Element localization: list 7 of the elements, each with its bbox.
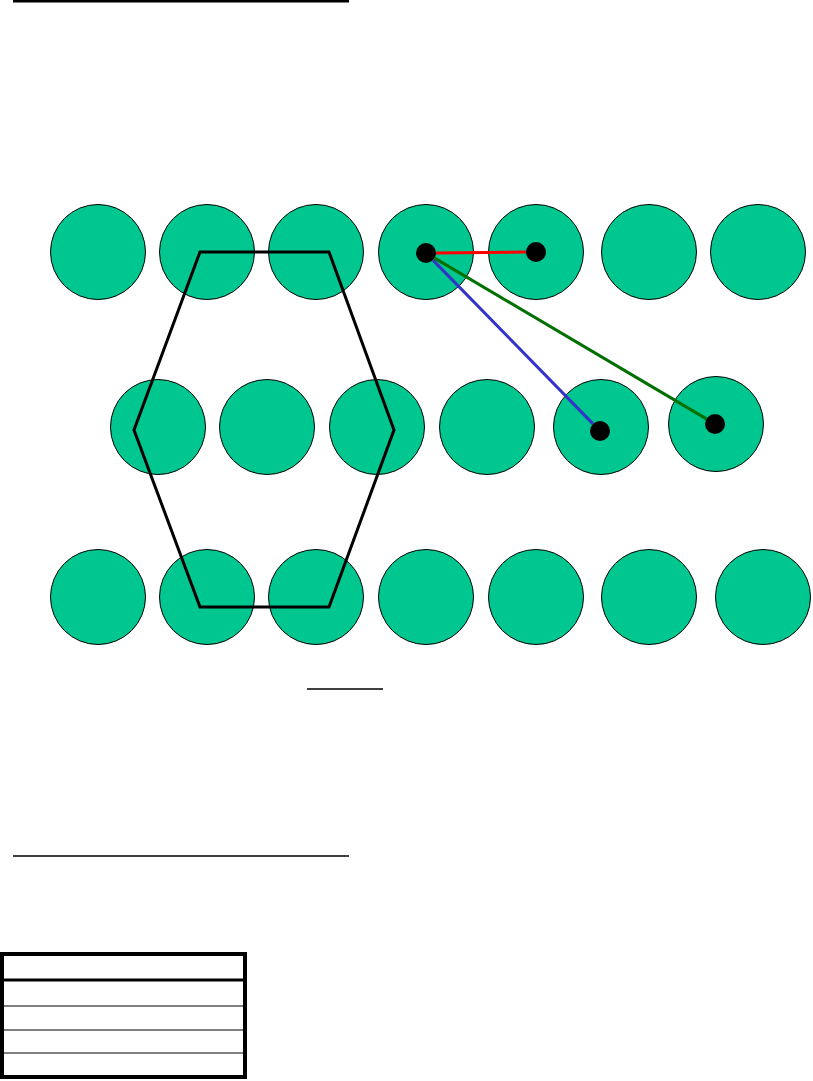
dot-marker xyxy=(705,414,725,434)
dot-marker xyxy=(590,421,610,441)
connector-line xyxy=(436,250,526,255)
connector-line xyxy=(433,256,708,421)
dot-marker xyxy=(526,242,546,262)
connector-line xyxy=(431,259,595,425)
dot-marker xyxy=(416,243,436,263)
